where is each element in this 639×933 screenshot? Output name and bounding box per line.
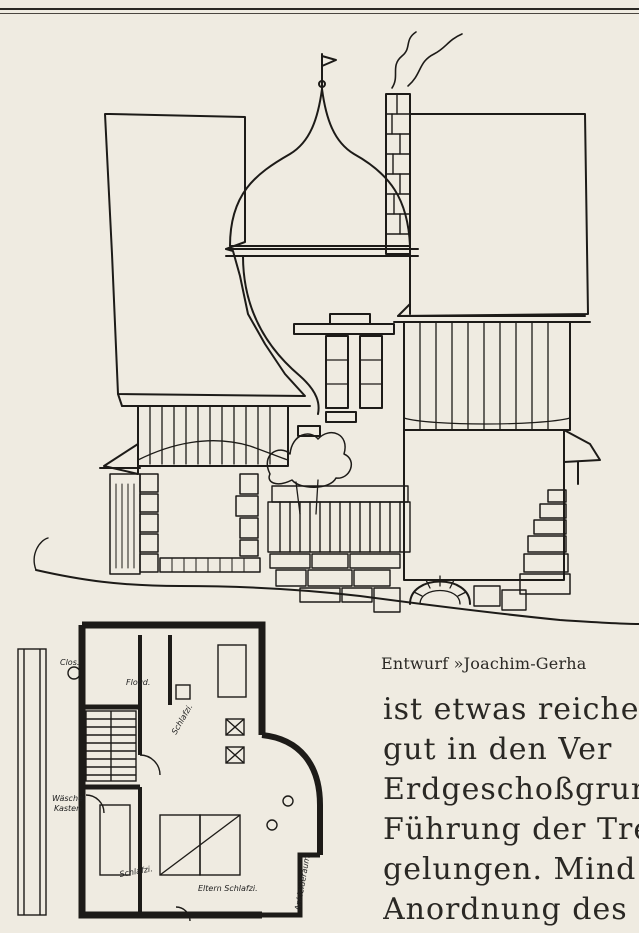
plan-bed-top [217,644,247,698]
smoke [391,31,417,89]
left-roof [104,113,306,397]
body-text: ist etwas reichen gut in den Ver Erdgesc… [383,690,639,930]
plan-label-flogd: Flogd. [126,678,150,687]
plan-stairs [85,710,137,782]
top-rule-thin [0,13,639,14]
center-stone-base [269,553,401,613]
left-stone-wall [109,473,261,575]
plan-outer-wall [78,621,266,919]
figure-caption: Entwurf »Joachim-Gerha [381,654,587,673]
left-gallery [137,405,289,467]
tower-body [242,255,320,415]
body-line: ist etwas reichen [383,692,639,727]
plan-label-schlafzi-bottom: Schlafzi. [119,864,154,879]
plan-label-eltern: Eltern Schlafzi. [198,884,258,893]
balcony-railing [267,485,411,553]
plan-bay [261,732,323,855]
body-line: gut in den Ver [383,732,613,767]
onion-dome [229,88,411,247]
plan-balcony [17,648,47,916]
right-stone-stair [519,489,571,595]
floor-plan-drawing: Clos. Flogd. Schlafzi. Wäsche Kasten Sch… [17,621,323,922]
tree [266,432,353,488]
plan-label-clos: Clos. [60,658,79,667]
house-elevation-drawing [33,31,639,625]
right-upper-wall [403,321,571,431]
plan-label-schlafzi-top: Schlafzi. [170,703,195,736]
center-window-block [293,313,395,437]
body-line: gelungen. Mind [383,852,637,887]
body-line: Erdgeschoßgrun [383,772,639,807]
plan-label-waesche: Wäsche [52,794,83,803]
right-roof [397,113,589,317]
top-rule [0,8,639,10]
plan-bed-bottom-1 [159,814,201,876]
plan-bed-bottom-2 [199,814,241,876]
plan-label-kasten: Kasten [54,804,81,813]
ground-line [35,569,639,625]
plan-label-ankleideraum: Ankleideraum [293,855,312,913]
body-line: Führung der Tre [383,812,639,847]
body-line: Anordnung des G [383,892,639,927]
